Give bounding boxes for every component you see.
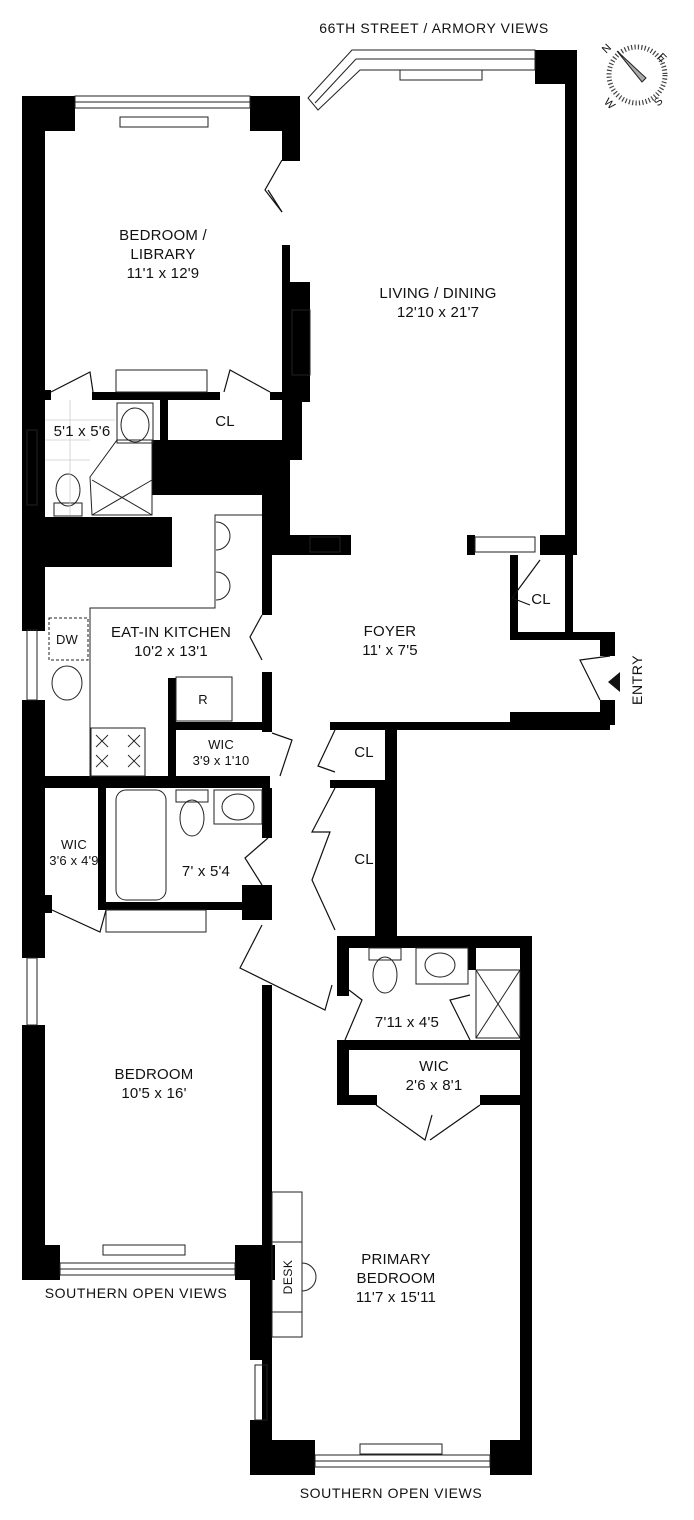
room-bath1: 5'1 x 5'6 [54,422,111,441]
room-closet-bedlib: CL [215,412,235,431]
room-name: WIC [419,1058,449,1075]
room-name: LIBRARY [130,246,196,263]
room-size: 11'1 x 12'9 [126,265,200,282]
room-closet-foyer: CL [531,590,551,609]
entry-arrow-icon [608,672,620,692]
room-closet-hall1: CL [354,743,374,762]
room-bedroom: BEDROOM 10'5 x 16' [115,1065,194,1103]
desk-label: DESK [281,1259,295,1295]
room-size: 7' x 5'4 [181,863,231,880]
room-size: 10'5 x 16' [121,1085,187,1102]
room-kitchen: EAT-IN KITCHEN 10'2 x 13'1 [111,623,231,661]
room-foyer: FOYER 11' x 7'5 [362,622,418,660]
fixtures [45,369,521,1338]
room-name: BEDROOM [356,1270,436,1287]
room-name: CL [354,851,374,868]
room-size: 11'7 x 15'11 [355,1289,437,1306]
room-wic-primary: WIC 2'6 x 8'1 [406,1057,463,1095]
room-wic-kitchen: WIC 3'9 x 1'10 [193,737,250,769]
room-wic-bedroom: WIC 3'6 x 4'9 [49,837,98,869]
room-name: CL [215,413,235,430]
room-name: WIC [208,737,234,752]
room-name: EAT-IN KITCHEN [110,624,232,641]
room-name: PRIMARY [361,1251,431,1268]
room-name: WIC [61,837,87,852]
dw-text: DW [55,632,79,647]
room-name: CL [531,591,551,608]
room-name: LIVING / DINING [379,285,497,302]
room-bath3: 7'11 x 4'5 [375,1013,439,1032]
doors [50,159,611,1141]
fridge-text: R [198,692,208,707]
room-size: 10'2 x 13'1 [134,643,208,660]
compass-icon [606,44,668,106]
room-primary-bedroom: PRIMARY BEDROOM 11'7 x 15'11 [356,1250,436,1307]
room-living-dining: LIVING / DINING 12'10 x 21'7 [379,284,496,322]
room-closet-hall2: CL [354,850,374,869]
room-name: BEDROOM [114,1066,194,1083]
room-name: BEDROOM / [119,227,207,244]
entry-label: ENTRY [629,654,645,705]
room-name: CL [354,744,374,761]
room-size: 3'9 x 1'10 [192,753,250,768]
room-size: 7'11 x 4'5 [374,1014,440,1031]
room-bath2: 7' x 5'4 [182,862,230,881]
north-view-label: 66TH STREET / ARMORY VIEWS [319,20,549,36]
fridge-label: R [198,692,208,708]
room-size: 12'10 x 21'7 [396,304,480,321]
south-view-label-left: SOUTHERN OPEN VIEWS [44,1285,228,1301]
dishwasher-label: DW [56,632,78,648]
room-name: FOYER [363,623,417,640]
windows [26,49,536,1468]
room-bedroom-library: BEDROOM / LIBRARY 11'1 x 12'9 [119,226,207,283]
room-size: 11' x 7'5 [362,642,418,659]
room-size: 2'6 x 8'1 [405,1077,463,1094]
room-size: 5'1 x 5'6 [53,423,111,440]
walls [22,50,615,1475]
south-view-label-right: SOUTHERN OPEN VIEWS [299,1485,483,1501]
room-size: 3'6 x 4'9 [49,853,99,868]
